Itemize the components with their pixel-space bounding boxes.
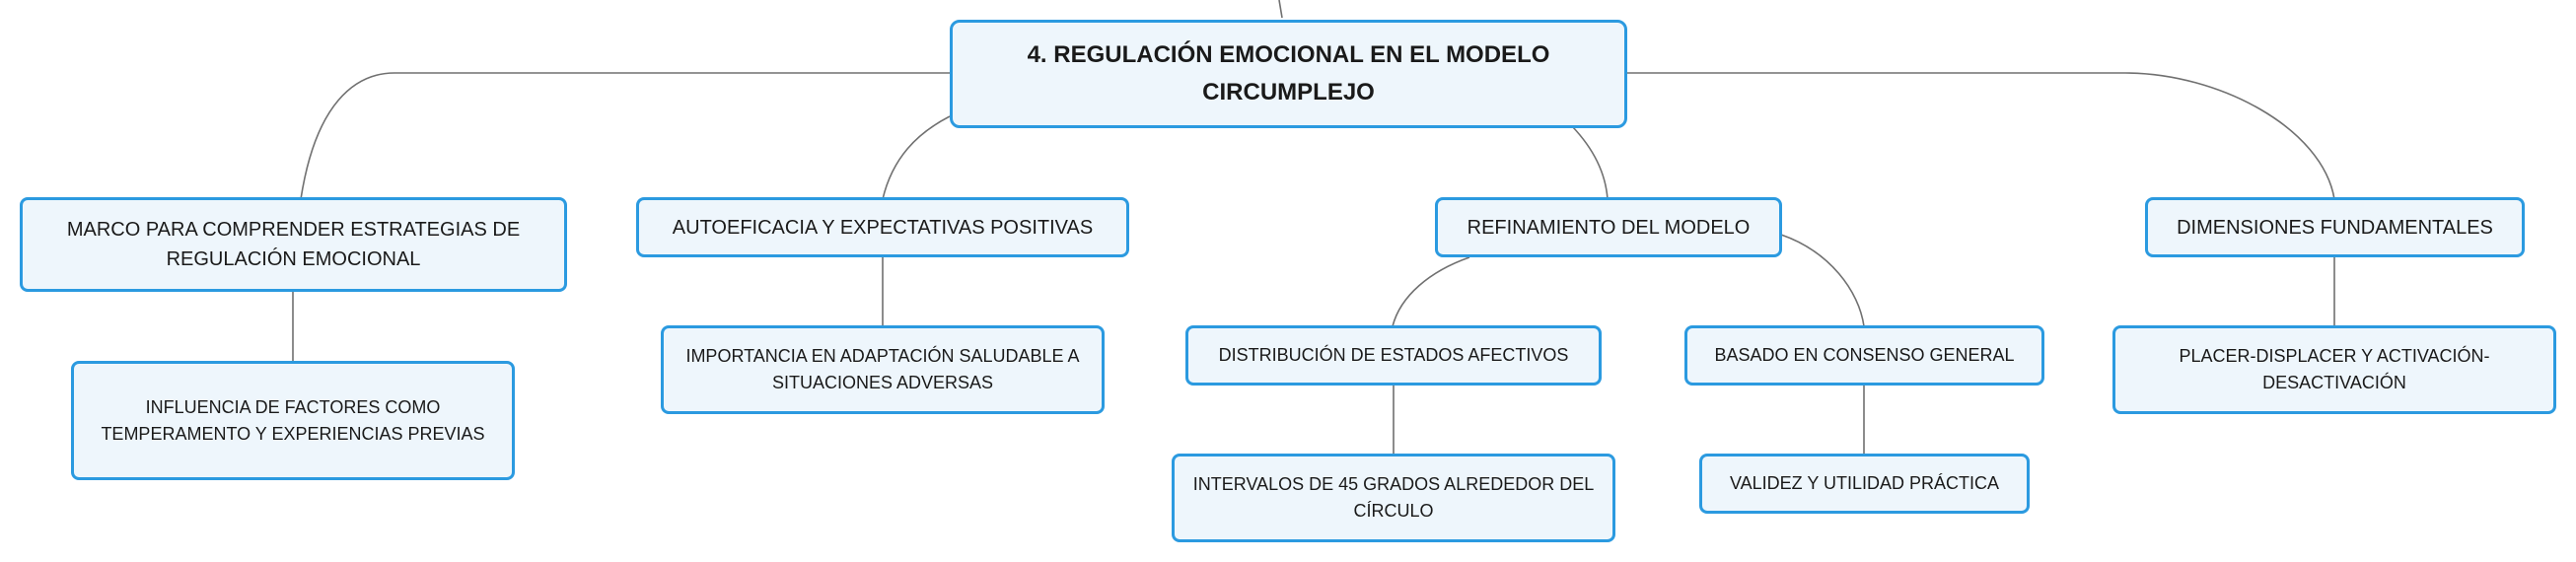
topic-label: DIMENSIONES FUNDAMENTALES bbox=[2177, 216, 2493, 239]
topic-label: AUTOEFICACIA Y EXPECTATIVAS POSITIVAS bbox=[672, 216, 1094, 239]
subtopic-influencia-factores[interactable]: INFLUENCIA DE FACTORES COMO TEMPERAMENTO… bbox=[71, 361, 515, 480]
connector-root-to-autoeficacia bbox=[882, 115, 951, 200]
subtopic-label: INFLUENCIA DE FACTORES COMO TEMPERAMENTO… bbox=[101, 396, 485, 444]
subtopic-label: PLACER-DISPLACER Y ACTIVACIÓN-DESACTIVAC… bbox=[2179, 346, 2490, 392]
subtopic-validez-utilidad[interactable]: VALIDEZ Y UTILIDAD PRÁCTICA bbox=[1699, 454, 2030, 514]
subtopic-label: VALIDEZ Y UTILIDAD PRÁCTICA bbox=[1729, 473, 2000, 493]
subtopic-label: DISTRIBUCIÓN DE ESTADOS AFECTIVOS bbox=[1218, 345, 1569, 365]
subtopic-label: INTERVALOS DE 45 GRADOS ALREDEDOR DEL CÍ… bbox=[1192, 474, 1595, 521]
connector-root-to-dimensiones bbox=[1627, 72, 2335, 200]
root-topic[interactable]: 4. REGULACIÓN EMOCIONAL EN EL MODELO CIR… bbox=[950, 20, 1627, 128]
subtopic-importancia-adaptacion[interactable]: IMPORTANCIA EN ADAPTACIÓN SALUDABLE A SI… bbox=[661, 325, 1105, 414]
subtopic-label: IMPORTANCIA EN ADAPTACIÓN SALUDABLE A SI… bbox=[685, 346, 1080, 392]
topic-autoeficacia[interactable]: AUTOEFICACIA Y EXPECTATIVAS POSITIVAS bbox=[636, 197, 1129, 257]
subtopic-label: BASADO EN CONSENSO GENERAL bbox=[1714, 345, 2015, 365]
topic-label: MARCO PARA COMPRENDER ESTRATEGIAS DE REG… bbox=[66, 219, 521, 270]
subtopic-basado-consenso[interactable]: BASADO EN CONSENSO GENERAL bbox=[1684, 325, 2044, 386]
connector-root-to-marco bbox=[300, 72, 950, 200]
topic-refinamiento-modelo[interactable]: REFINAMIENTO DEL MODELO bbox=[1435, 197, 1782, 257]
topic-marco-regulacion[interactable]: MARCO PARA COMPRENDER ESTRATEGIAS DE REG… bbox=[20, 197, 567, 292]
connector-refinamiento-to-distribucion bbox=[1392, 256, 1470, 327]
connector-to-root-above bbox=[1278, 0, 1283, 19]
subtopic-intervalos-45-grados[interactable]: INTERVALOS DE 45 GRADOS ALREDEDOR DEL CÍ… bbox=[1172, 454, 1615, 542]
topic-label: REFINAMIENTO DEL MODELO bbox=[1467, 216, 1751, 239]
subtopic-placer-displacer[interactable]: PLACER-DISPLACER Y ACTIVACIÓN-DESACTIVAC… bbox=[2112, 325, 2556, 414]
topic-dimensiones-fundamentales[interactable]: DIMENSIONES FUNDAMENTALES bbox=[2145, 197, 2525, 257]
subtopic-distribucion-estados[interactable]: DISTRIBUCIÓN DE ESTADOS AFECTIVOS bbox=[1185, 325, 1602, 386]
connector-refinamiento-to-basado bbox=[1780, 234, 1865, 327]
connector-root-to-refinamiento bbox=[1571, 125, 1609, 200]
root-topic-label: 4. REGULACIÓN EMOCIONAL EN EL MODELO CIR… bbox=[1027, 41, 1550, 105]
